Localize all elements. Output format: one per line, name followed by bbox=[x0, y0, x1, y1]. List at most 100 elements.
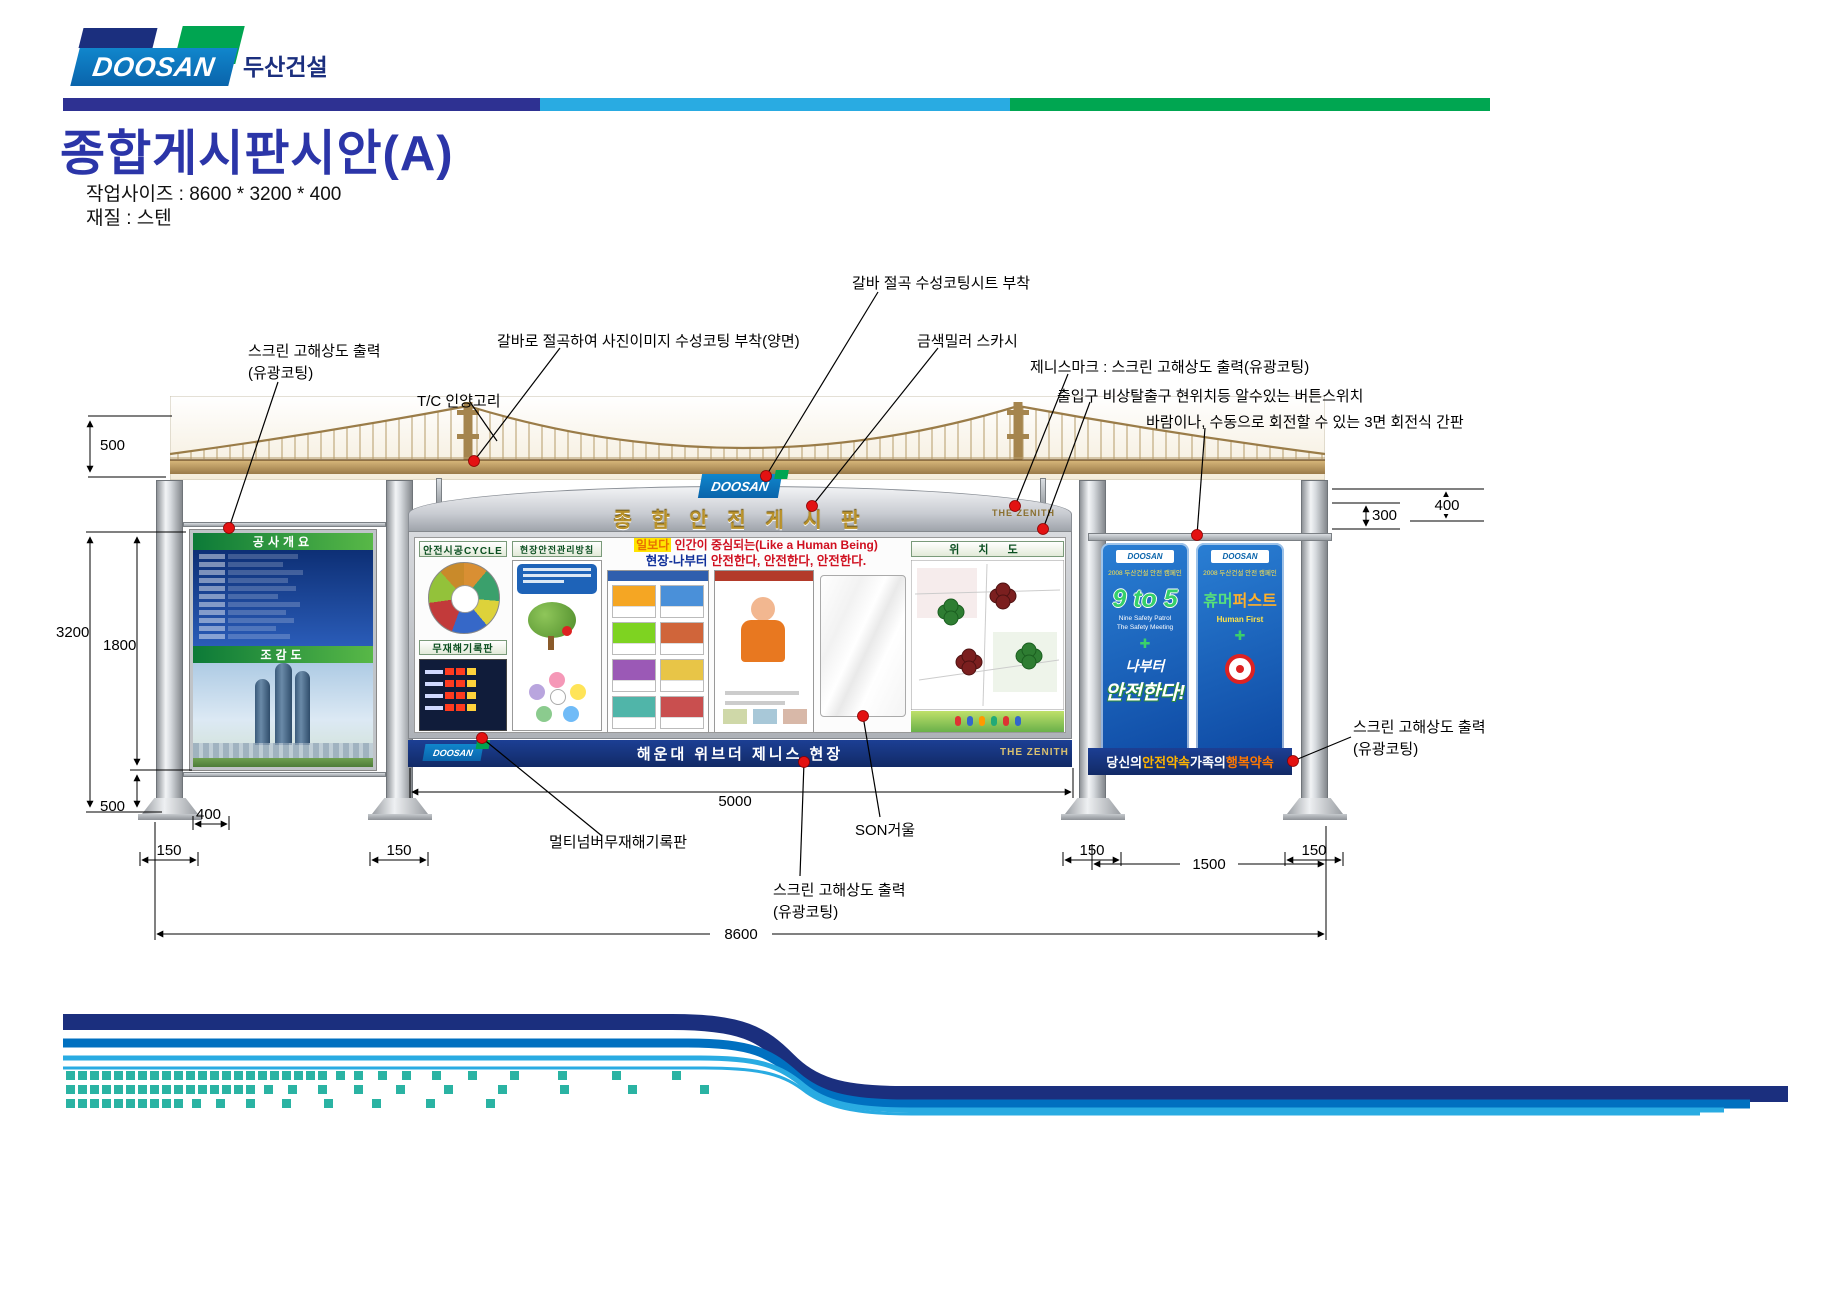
dim-center-width: 5000 bbox=[706, 793, 764, 810]
policy-header: 현장안전관리방침 bbox=[512, 541, 602, 557]
post-4 bbox=[1301, 480, 1328, 800]
dim-leg-height: 500 bbox=[100, 798, 126, 815]
annotation-son-mirror: SON거울 bbox=[855, 822, 916, 839]
board-title: 종 합 안 전 게 시 판 bbox=[613, 510, 867, 532]
safety-cycle-chart bbox=[428, 562, 500, 634]
dim-roof-depth: 400 bbox=[1424, 497, 1470, 514]
annotation-multi-record: 멀티넘버무재해기록판 bbox=[549, 834, 688, 851]
logo-navy-shape bbox=[78, 28, 158, 48]
tricolor-bar bbox=[63, 98, 1490, 111]
banner-doosan-logo: DOOSAN bbox=[422, 740, 491, 761]
left-bottom-rail bbox=[183, 772, 386, 777]
promise-banner: 당신의 안전약속 가족의 행복약속 bbox=[1088, 748, 1292, 775]
green-cross-icon: ✚ bbox=[1234, 628, 1246, 643]
cycle-petal bbox=[570, 684, 586, 700]
dim-right-gap: 300 bbox=[1372, 507, 1398, 524]
hill-strip bbox=[193, 758, 373, 767]
spec-size: 작업사이즈 : 8600 * 3200 * 400 bbox=[86, 184, 342, 205]
annotation-screen-right-2: (유광코팅) bbox=[1353, 741, 1419, 758]
bar-cyan bbox=[540, 98, 1010, 111]
company-name: 두산건설 bbox=[243, 54, 328, 80]
bar-navy bbox=[63, 98, 540, 111]
record-header: 무재해기록판 bbox=[419, 640, 507, 655]
foot-2 bbox=[372, 798, 428, 814]
cycle-petal bbox=[529, 684, 545, 700]
site-name-banner: 해운대 위브더 제니스 현장 bbox=[408, 740, 1072, 767]
dim-panel-height: 1800 bbox=[103, 637, 137, 654]
project-overview-panel: 공사개요 조감도 bbox=[190, 530, 376, 770]
dim-post-width-2: 150 bbox=[386, 842, 412, 859]
character-body bbox=[741, 620, 785, 662]
cycle-petal bbox=[536, 706, 552, 722]
dim-fo ot-depth: 400 bbox=[196, 806, 222, 823]
annotation-screen-bottom-2: (유광코팅) bbox=[773, 904, 839, 921]
base-plate-1 bbox=[138, 814, 202, 820]
banner2-campaign-line: 2008 두산건설 안전 캠페인 bbox=[1203, 570, 1277, 577]
cycle-petal bbox=[549, 672, 565, 688]
dim-roof-height: 500 bbox=[100, 437, 126, 454]
banner2-doosan-logo: DOOSAN bbox=[1211, 550, 1269, 563]
policy-text-box bbox=[517, 564, 597, 594]
nine-to-five: 9 to 5 bbox=[1112, 585, 1178, 613]
bar-green bbox=[1010, 98, 1490, 111]
banner-zenith-logo: THE ZENITH bbox=[1000, 747, 1069, 758]
annotation-screen-left-2: (유광코팅) bbox=[248, 365, 314, 382]
sign-mount-bar bbox=[1088, 533, 1332, 541]
board-hanger-right bbox=[1040, 478, 1046, 504]
base-plate-2 bbox=[368, 814, 432, 820]
annotation-button-switch: 출입구 비상탈출구 현위치등 알수있는 버튼스위치 bbox=[1057, 388, 1364, 405]
logo-green-notch bbox=[774, 470, 789, 479]
annotation-screen-left-1: 스크린 고해상도 출력 bbox=[248, 343, 381, 360]
tower-3 bbox=[295, 671, 310, 745]
dim-right-width: 1500 bbox=[1180, 856, 1238, 873]
foot-4 bbox=[1287, 798, 1343, 814]
left-top-rail bbox=[183, 522, 386, 527]
annotation-tc-hook: T/C 인양고리 bbox=[417, 393, 501, 410]
bridge-photo-roof bbox=[170, 396, 1325, 480]
human-first-en: Human First bbox=[1216, 615, 1264, 624]
annotation-screen-bottom-1: 스크린 고해상도 출력 bbox=[773, 882, 906, 899]
location-map bbox=[911, 560, 1064, 710]
green-cross-icon: ✚ bbox=[1139, 636, 1151, 651]
cycle-petal bbox=[563, 706, 579, 722]
board-doosan-logo: DOOSAN bbox=[697, 470, 789, 498]
tower-1 bbox=[255, 679, 270, 745]
campaign-banner-2: DOOSAN 2008 두산건설 안전 캠페인 휴머퍼스트 Human Firs… bbox=[1196, 543, 1284, 761]
board-title-band: 종 합 안 전 게 시 판 THE ZENITH bbox=[408, 486, 1072, 532]
logo-blue-shape: DOOSAN bbox=[70, 48, 238, 86]
doosan-logo: DOOSAN bbox=[70, 26, 245, 88]
dim-post-width-1: 150 bbox=[156, 842, 182, 859]
map-mascot-strip bbox=[911, 711, 1064, 732]
foot-3 bbox=[1065, 798, 1121, 814]
footer-squares bbox=[66, 1071, 709, 1108]
dim-total-width: 8600 bbox=[710, 926, 772, 943]
board-hanger-left bbox=[436, 478, 442, 504]
footer-swoosh bbox=[63, 1014, 1788, 1116]
location-header: 위 치 도 bbox=[911, 541, 1064, 557]
birdview-photo bbox=[193, 663, 373, 767]
annotation-screen-right-1: 스크린 고해상도 출력 bbox=[1353, 719, 1486, 736]
human-first-kr: 휴머퍼스트 bbox=[1203, 593, 1277, 610]
annotation-rotating-sign: 바람이나, 수동으로 회전할 수 있는 3면 회전식 간판 bbox=[1146, 414, 1464, 431]
logo-wordmark: DOOSAN bbox=[90, 51, 218, 82]
accident-free-record-board bbox=[419, 659, 507, 731]
annotation-gold-mirror: 금색밀러 스카시 bbox=[917, 333, 1018, 350]
poster-character-panel bbox=[714, 570, 814, 733]
base-plate-3 bbox=[1061, 814, 1125, 820]
annotation-galva-photo: 갈바로 절곡하여 사진이미지 수성코팅 부착(양면) bbox=[497, 333, 800, 350]
dim-post-width-3: 150 bbox=[1079, 842, 1105, 859]
campaign-banner-1: DOOSAN 2008 두산건설 안전 캠페인 9 to 5 Nine Safe… bbox=[1101, 543, 1189, 775]
overview-rows bbox=[193, 550, 373, 646]
tower-2 bbox=[275, 663, 292, 745]
dim-total-height: 3200 bbox=[56, 624, 90, 641]
overview-header: 공사개요 bbox=[193, 533, 373, 550]
birdview-header: 조감도 bbox=[193, 646, 373, 663]
cycle-header: 안전시공CYCLE bbox=[419, 541, 507, 557]
banner1-campaign-line: 2008 두산건설 안전 캠페인 bbox=[1108, 570, 1182, 577]
safety-slogan: 일보다 인간이 중심되는(Like a Human Being) 현장-나부터 … bbox=[634, 538, 878, 568]
banner1-doosan-logo: DOOSAN bbox=[1116, 550, 1174, 563]
page-title: 종합게시판시안(A) bbox=[60, 127, 454, 181]
safety-badge bbox=[1225, 654, 1255, 684]
safety-mirror bbox=[820, 575, 906, 717]
